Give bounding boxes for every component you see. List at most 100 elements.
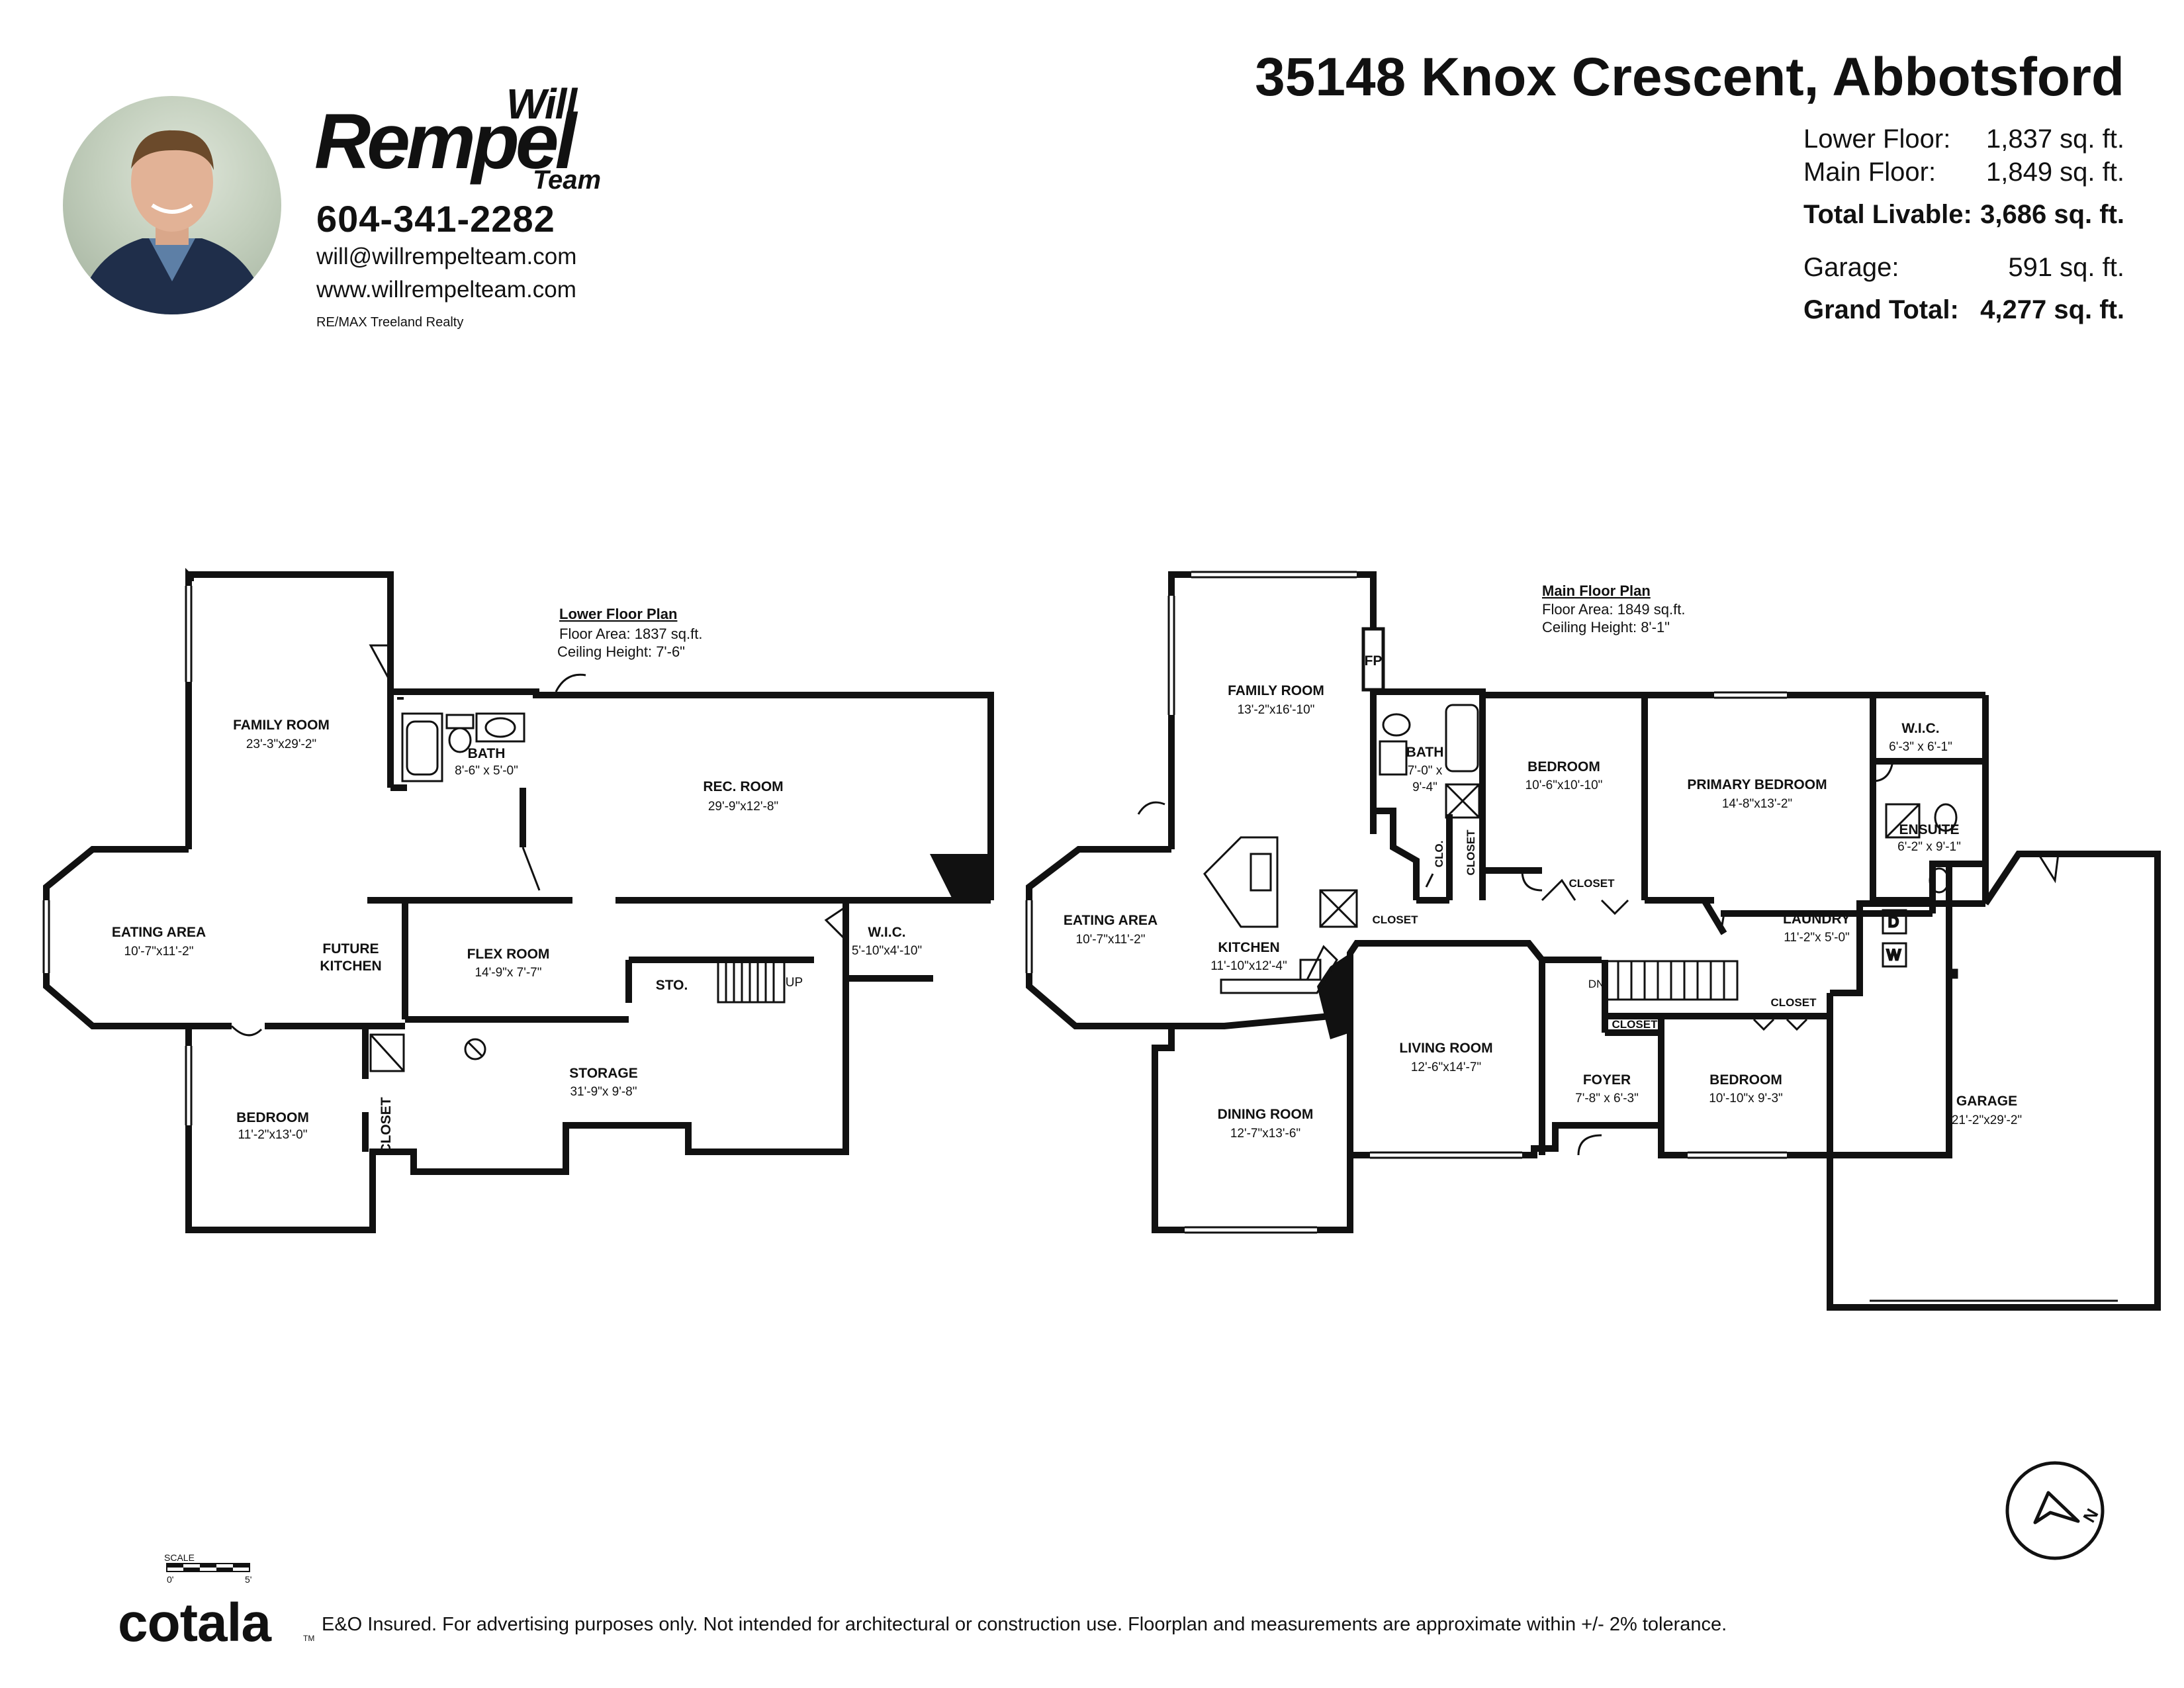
fireplace-label: FP xyxy=(1365,653,1383,669)
lower-floor-area: Floor Area: 1837 sq.ft. xyxy=(559,626,702,642)
main-doors xyxy=(1137,761,2060,1156)
agent-phone[interactable]: 604-341-2282 xyxy=(316,198,555,240)
area-row-garage: Garage: 591 sq. ft. xyxy=(1803,253,2124,283)
room-dim: UP xyxy=(786,976,803,990)
room-name: W.I.C. xyxy=(1901,721,1939,736)
room-name: CLOSET xyxy=(1771,996,1817,1009)
main-floor-area: Floor Area: 1849 sq.ft. xyxy=(1542,601,1685,618)
room-name: STORAGE xyxy=(569,1066,637,1081)
room-dim: 5'-10"x4'-10" xyxy=(852,944,922,958)
agent-brokerage: RE/MAX Treeland Realty xyxy=(316,315,464,330)
lower-doors xyxy=(230,644,847,1037)
room-dim: 9'-4" xyxy=(1412,780,1437,794)
area-row-main: Main Floor: 1,849 sq. ft. xyxy=(1803,158,2124,187)
room-dim: 29'-9"x12'-8" xyxy=(708,800,778,814)
listing-address: 35148 Knox Crescent, Abbotsford xyxy=(1255,47,2124,107)
lower-ceiling: Ceiling Height: 7'-6" xyxy=(557,643,685,660)
room-name: CLOSET xyxy=(1569,877,1615,890)
room-dim: 10'-7"x11'-2" xyxy=(124,945,194,959)
room-name: FOYER xyxy=(1583,1072,1631,1088)
room-dim: 7'-8" x 6'-3" xyxy=(1575,1092,1639,1105)
room-name: FLEX ROOM xyxy=(467,947,550,962)
room-name: FAMILY ROOM xyxy=(1228,683,1324,698)
scale-min: 0' xyxy=(167,1574,174,1585)
room-dim: 14'-9"x 7'-7" xyxy=(475,966,541,980)
washer-label: W xyxy=(1887,947,1901,963)
main-ceiling: Ceiling Height: 8'-1" xyxy=(1542,619,1670,635)
brand-last-name: Rempel xyxy=(314,98,576,185)
room-name: ENSUITE xyxy=(1899,822,1959,837)
area-label: Garage: xyxy=(1803,253,1899,282)
area-row-lower: Lower Floor: 1,837 sq. ft. xyxy=(1803,124,2124,154)
room-dim: 10'-6"x10'-10" xyxy=(1525,778,1603,792)
room-dim: 21'-2"x29'-2" xyxy=(1952,1113,2022,1127)
area-value: 1,837 sq. ft. xyxy=(1985,124,2124,154)
room-dim: 10'-7"x11'-2" xyxy=(1076,933,1146,947)
brand-logo: Will Rempel Team xyxy=(314,73,632,199)
area-value: 4,277 sq. ft. xyxy=(1980,295,2124,324)
room-name: FAMILY ROOM xyxy=(233,718,330,733)
area-value: 591 sq. ft. xyxy=(2008,253,2124,282)
room-dim: 11'-10"x12'-4" xyxy=(1210,959,1287,973)
lower-floor-walls xyxy=(43,567,994,1233)
compass-icon: N xyxy=(2005,1461,2105,1560)
room-name: KITCHEN xyxy=(1218,940,1279,955)
room-name: CLOSET xyxy=(1373,914,1419,926)
disclaimer: E&O Insured. For advertising purposes on… xyxy=(322,1614,1727,1635)
room-dim: 10'-10"x 9'-3" xyxy=(1709,1092,1783,1105)
lower-bath-fixtures xyxy=(401,712,525,782)
room-dim: 14'-8"x13'-2" xyxy=(1722,797,1792,811)
room-dim: 11'-2"x13'-0" xyxy=(238,1128,308,1142)
room-name: GARAGE xyxy=(1956,1094,2017,1109)
agent-email[interactable]: will@willrempelteam.com xyxy=(316,244,577,269)
room-name: CLOSET xyxy=(379,1097,394,1153)
room-name: STO. xyxy=(656,978,688,993)
room-dim: 6'-3" x 6'-1" xyxy=(1889,740,1952,754)
area-value: 1,849 sq. ft. xyxy=(1985,158,2124,187)
lower-windows xyxy=(42,586,193,1125)
room-name: LIVING ROOM xyxy=(1399,1041,1492,1056)
compass-north-label: N xyxy=(2079,1505,2102,1526)
lower-corner-block xyxy=(930,854,991,900)
room-name: CLOSET xyxy=(1465,829,1477,876)
agent-avatar xyxy=(63,96,281,314)
main-fixtures: D W xyxy=(1203,704,1958,1001)
area-label: Lower Floor: xyxy=(1803,124,1951,154)
lower-plan-title: Lower Floor Plan xyxy=(559,606,677,622)
room-dim: 6'-2" x 9'-1" xyxy=(1897,840,1961,854)
stair-down-label: DN xyxy=(1588,978,1605,990)
fireplace: FP xyxy=(1361,627,1385,692)
room-name: BEDROOM xyxy=(1527,759,1600,774)
agent-website[interactable]: www.willrempelteam.com xyxy=(316,277,576,303)
room-name: W.I.C. xyxy=(868,925,905,940)
room-dim: 12'-6"x14'-7" xyxy=(1411,1060,1481,1074)
room-dim: 12'-7"x13'-6" xyxy=(1230,1127,1300,1141)
room-name: DINING ROOM xyxy=(1218,1107,1314,1122)
main-plan-title: Main Floor Plan xyxy=(1542,583,1651,599)
area-value: 3,686 sq. ft. xyxy=(1980,200,2124,229)
cotala-trademark: TM xyxy=(303,1634,315,1643)
room-name: EATING AREA xyxy=(1064,913,1158,928)
scale-max: 5' xyxy=(245,1574,252,1585)
scale-bar xyxy=(166,1563,250,1572)
brand-first-name: Will xyxy=(506,80,577,128)
room-name: LAUNDRY xyxy=(1783,912,1850,927)
room-name: BEDROOM xyxy=(236,1110,309,1125)
room-name: BATH xyxy=(468,746,506,761)
room-name: FUTURE xyxy=(322,941,379,957)
brand-team: Team xyxy=(533,165,602,195)
room-dim: 31'-9"x 9'-8" xyxy=(570,1085,637,1099)
room-dim: 8'-6" x 5'-0" xyxy=(455,764,518,778)
room-dim: 13'-2"x16'-10" xyxy=(1238,703,1315,717)
area-label: Total Livable: xyxy=(1803,200,1972,229)
room-name: EATING AREA xyxy=(112,925,206,940)
room-name: BEDROOM xyxy=(1709,1072,1782,1088)
main-floor-walls xyxy=(1026,571,2161,1311)
area-row-grand-total: Grand Total: 4,277 sq. ft. xyxy=(1803,295,2124,325)
room-dim: 11'-2"x 5'-0" xyxy=(1784,931,1850,945)
area-label: Grand Total: xyxy=(1803,295,1959,324)
agent-portrait-icon xyxy=(76,130,268,314)
lower-stairs xyxy=(369,960,786,1072)
room-dim: 23'-3"x29'-2" xyxy=(246,737,316,751)
